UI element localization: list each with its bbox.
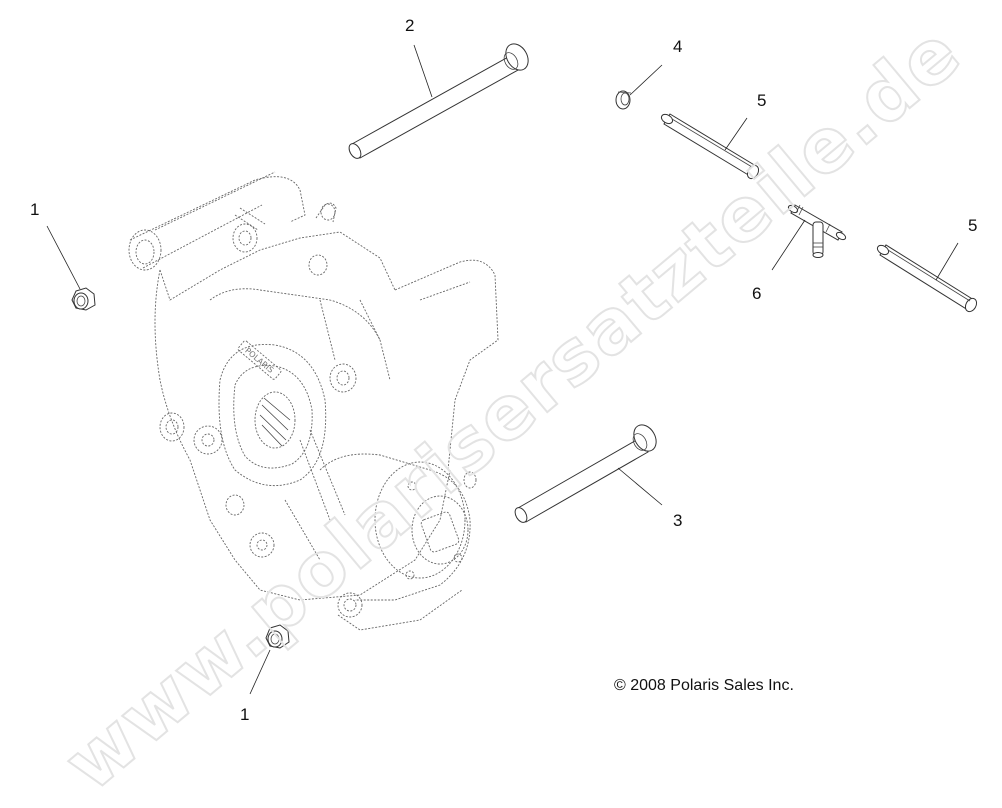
callout-3[interactable]: 3 <box>673 511 683 530</box>
callout-5-lower[interactable]: 5 <box>968 216 978 235</box>
callout-1-upper[interactable]: 1 <box>30 200 40 219</box>
polaris-marking-text: POLARIS <box>243 346 275 375</box>
leader-1b <box>249 649 271 695</box>
leader-4 <box>629 64 663 96</box>
long-bolt-lower[interactable] <box>513 421 661 525</box>
hose-clamp[interactable] <box>615 90 632 110</box>
vent-hose-upper[interactable] <box>660 113 761 181</box>
leader-6 <box>771 219 806 271</box>
flange-nut-upper[interactable] <box>71 287 96 311</box>
parts-diagram-canvas: POLARIS <box>46 40 979 695</box>
vent-hose-lower[interactable] <box>876 244 979 314</box>
leader-1a <box>46 225 81 290</box>
callout-2[interactable]: 2 <box>405 16 415 35</box>
callout-4[interactable]: 4 <box>673 37 683 56</box>
leader-5b <box>935 242 959 281</box>
flange-nut-lower[interactable] <box>265 624 290 649</box>
long-bolt-upper[interactable] <box>347 40 533 161</box>
transmission-housing[interactable]: POLARIS <box>128 171 499 631</box>
callout-5-upper[interactable]: 5 <box>757 91 767 110</box>
leader-5a <box>724 117 748 151</box>
callout-6[interactable]: 6 <box>752 284 762 303</box>
leader-3 <box>617 467 663 506</box>
tee-fitting[interactable] <box>787 204 847 258</box>
callout-1-lower[interactable]: 1 <box>240 705 250 724</box>
leader-2 <box>413 44 433 98</box>
copyright-notice: © 2008 Polaris Sales Inc. <box>614 677 794 694</box>
